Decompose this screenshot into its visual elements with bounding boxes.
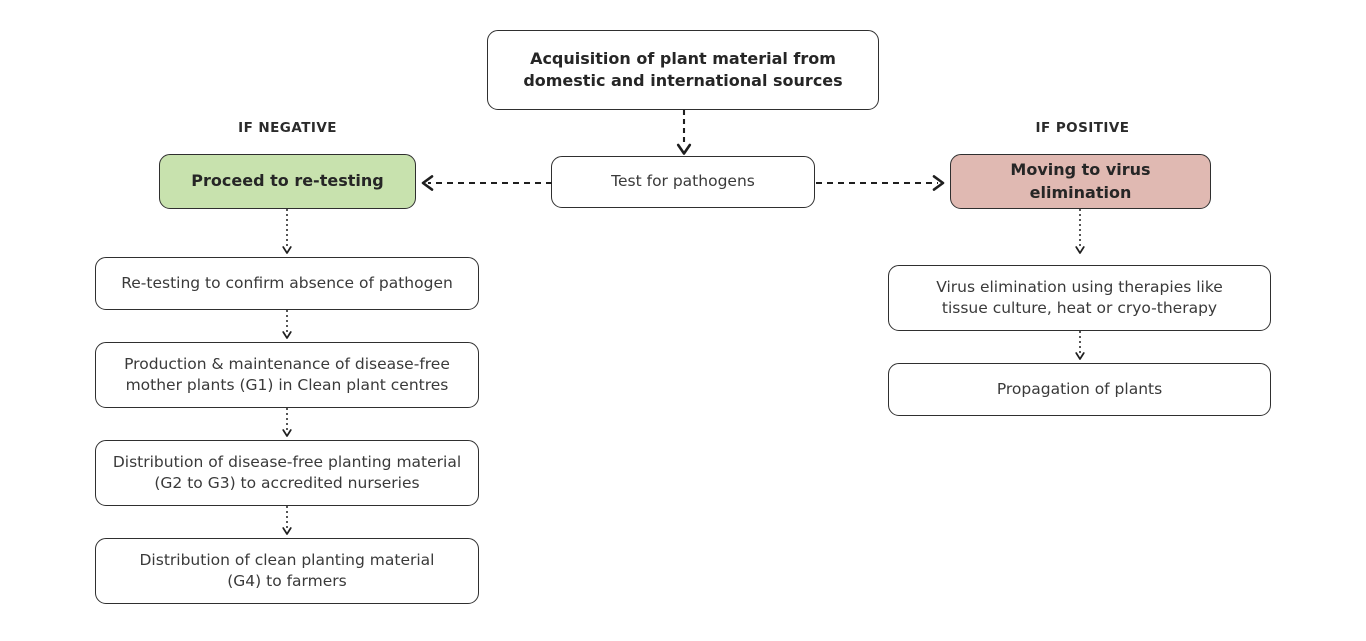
caption-if-negative: IF NEGATIVE (180, 120, 395, 136)
node-proceed-to-re-testing-label: Proceed to re-testing (191, 171, 384, 191)
node-distribution-g2-g3[interactable]: Distribution of disease-free planting ma… (95, 440, 479, 506)
node-virus-elimination-therapies[interactable]: Virus elimination using therapies like t… (888, 265, 1271, 331)
node-test-for-pathogens[interactable]: Test for pathogens (551, 156, 815, 208)
node-distribution-g2-g3-label: Distribution of disease-free planting ma… (112, 452, 462, 492)
node-re-testing-confirm-label: Re-testing to confirm absence of pathoge… (121, 273, 453, 292)
connector-negative-step3-to-step4 (282, 506, 292, 535)
caption-if-positive-label: IF POSITIVE (1035, 120, 1130, 136)
connector-negative-step2-to-step3 (282, 408, 292, 437)
node-distribution-g4[interactable]: Distribution of clean planting material … (95, 538, 479, 604)
node-acquisition[interactable]: Acquisition of plant material from domes… (487, 30, 879, 110)
node-acquisition-label: Acquisition of plant material from domes… (523, 48, 843, 90)
connector-negative-head-to-step1 (282, 209, 292, 254)
caption-if-negative-label: IF NEGATIVE (238, 120, 337, 136)
node-test-for-pathogens-label: Test for pathogens (611, 172, 755, 191)
caption-if-positive: IF POSITIVE (975, 120, 1190, 136)
node-production-maintenance-g1[interactable]: Production & maintenance of disease-free… (95, 342, 479, 408)
node-propagation-of-plants[interactable]: Propagation of plants (888, 363, 1271, 416)
node-propagation-of-plants-label: Propagation of plants (996, 379, 1163, 398)
connector-acquisition-to-test (676, 110, 692, 155)
connector-negative-step1-to-step2 (282, 310, 292, 339)
node-moving-to-virus-elimination[interactable]: Moving to virus elimination (950, 154, 1211, 209)
connector-positive-head-to-step1 (1075, 209, 1085, 254)
connector-test-to-negative (421, 175, 552, 191)
node-virus-elimination-therapies-label: Virus elimination using therapies like t… (936, 277, 1223, 317)
node-proceed-to-re-testing[interactable]: Proceed to re-testing (159, 154, 416, 209)
connector-positive-step1-to-step2 (1075, 331, 1085, 360)
node-moving-to-virus-elimination-label: Moving to virus elimination (1010, 160, 1151, 202)
node-production-maintenance-g1-label: Production & maintenance of disease-free… (124, 354, 450, 394)
connector-test-to-positive (816, 175, 945, 191)
node-re-testing-confirm[interactable]: Re-testing to confirm absence of pathoge… (95, 257, 479, 310)
node-distribution-g4-label: Distribution of clean planting material … (139, 550, 435, 590)
